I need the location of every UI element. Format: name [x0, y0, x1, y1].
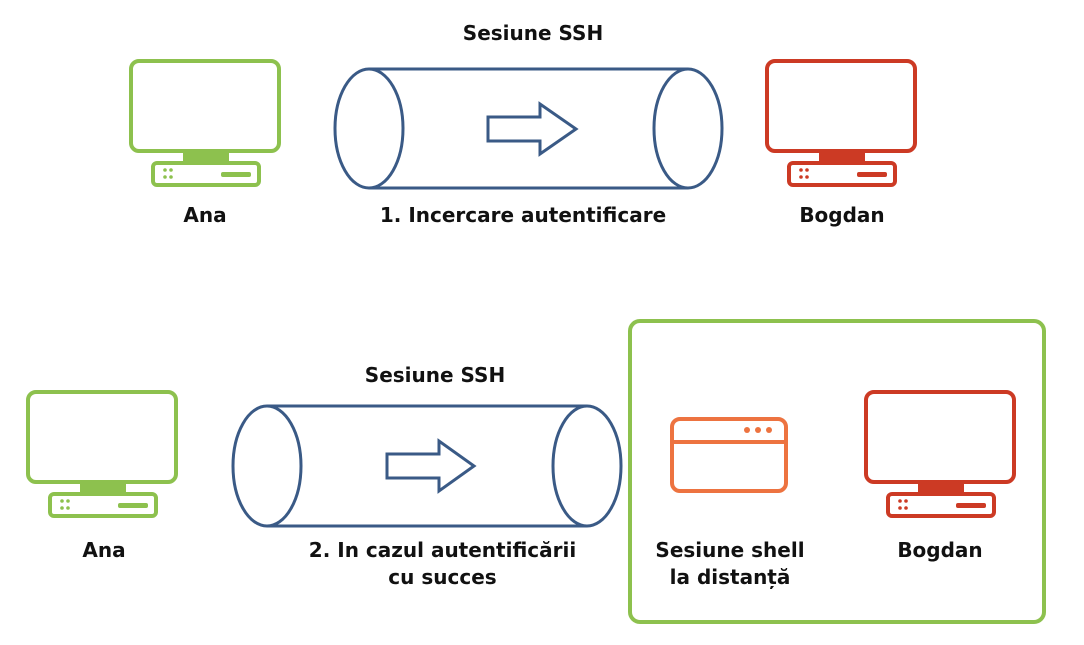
step-label-2-line1: 2. In cazul autentificării [308, 538, 577, 562]
tunnel-title-1: Sesiune SSH [462, 21, 604, 45]
tunnel-body [369, 67, 688, 190]
server-label-2: Bogdan [897, 538, 983, 562]
client-label-1: Ana [183, 203, 227, 227]
step-label-1: 1. Incercare autentificare [379, 203, 667, 227]
client-computer-icon [26, 390, 178, 518]
shell-label-line2: la distanță [669, 565, 791, 589]
server-computer-icon [864, 390, 1016, 518]
scene-1 [129, 59, 917, 190]
right-arrow-icon [385, 438, 477, 494]
terminal-window-icon [670, 417, 788, 493]
computer-base [151, 161, 261, 187]
server-computer-icon [765, 59, 917, 187]
ssh-tunnel-2 [231, 404, 623, 528]
monitor-stand [183, 151, 229, 163]
shell-label-line1: Sesiune shell [655, 538, 805, 562]
tunnel-right-end [652, 67, 724, 190]
step-label-2-line2: cu succes [388, 565, 497, 589]
server-label-1: Bogdan [799, 203, 885, 227]
client-computer-icon [129, 59, 281, 187]
monitor [129, 59, 281, 153]
tunnel-title-2: Sesiune SSH [364, 363, 506, 387]
right-arrow-icon [486, 101, 579, 157]
scene-2 [26, 319, 1046, 624]
remote-shell-highlight-box [628, 319, 1046, 624]
tunnel-left-end [333, 67, 370, 190]
ssh-tunnel-1 [333, 67, 724, 190]
client-label-2: Ana [82, 538, 126, 562]
